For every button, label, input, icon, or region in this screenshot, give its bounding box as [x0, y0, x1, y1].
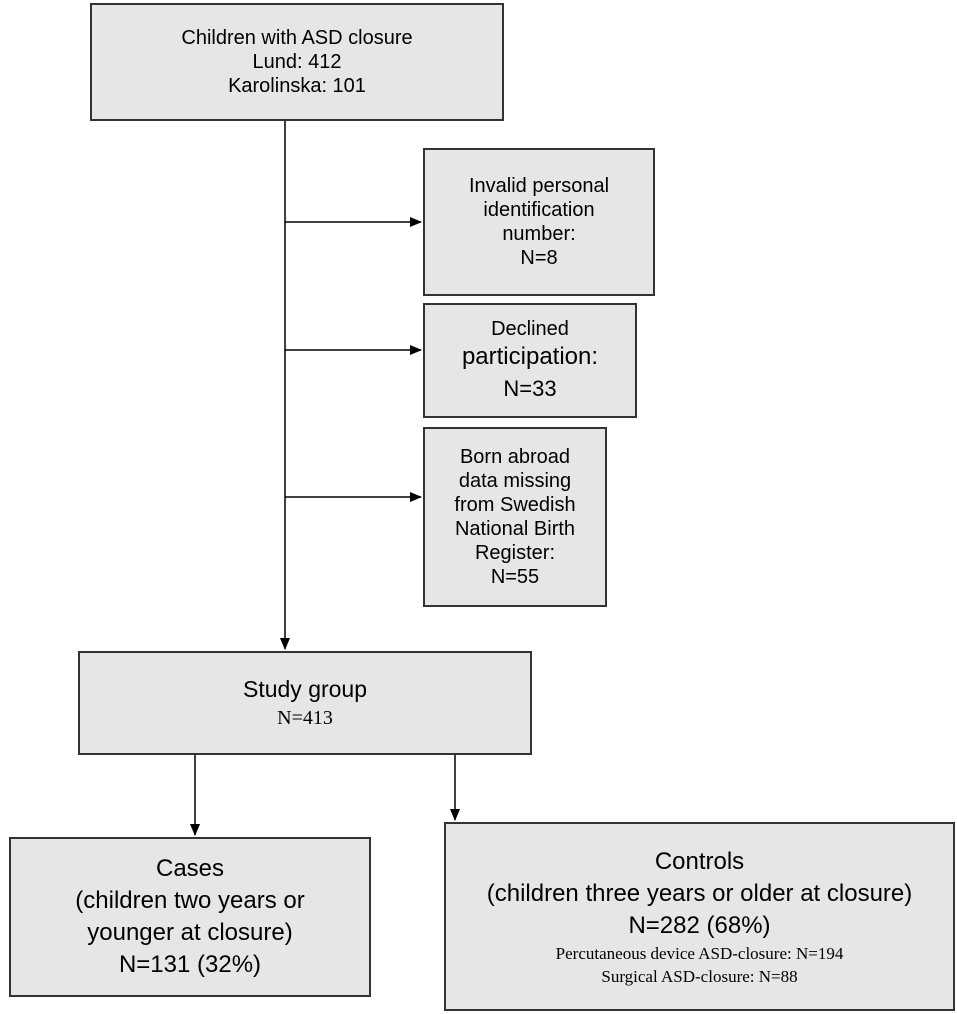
study-group-title: Study group	[242, 676, 368, 702]
exclusion-box-born-abroad: Born abroad data missing from Swedish Na…	[423, 427, 607, 607]
exclusion-text: data missing	[458, 470, 572, 492]
exclusion-count: N=55	[490, 566, 540, 588]
start-lund-count: Lund: 412	[252, 51, 342, 73]
controls-count: N=282 (68%)	[628, 911, 771, 939]
cases-description: (children two years or	[75, 887, 305, 914]
controls-title: Controls	[654, 847, 745, 875]
exclusion-count: N=8	[520, 247, 558, 269]
exclusion-text: Declined	[491, 317, 569, 340]
cases-title: Cases	[155, 855, 225, 882]
cases-box: Cases (children two years or younger at …	[9, 837, 371, 997]
start-title: Children with ASD closure	[181, 27, 413, 49]
cases-description: younger at closure)	[87, 919, 293, 946]
exclusion-text: Born abroad	[459, 446, 571, 468]
exclusion-text: from Swedish	[454, 494, 576, 516]
cases-count: N=131 (32%)	[118, 951, 262, 978]
controls-box: Controls (children three years or older …	[444, 822, 955, 1011]
start-box: Children with ASD closure Lund: 412 Karo…	[90, 3, 504, 121]
controls-surgical-count: Surgical ASD-closure: N=88	[601, 966, 798, 986]
controls-percutaneous-count: Percutaneous device ASD-closure: N=194	[555, 943, 844, 963]
exclusion-text: National Birth	[454, 518, 576, 540]
exclusion-count: N=33	[503, 375, 557, 401]
exclusion-box-invalid-id: Invalid personal identification number: …	[423, 148, 655, 296]
start-karolinska-count: Karolinska: 101	[228, 75, 366, 97]
study-group-box: Study group N=413	[78, 651, 532, 755]
exclusion-text: Register:	[474, 542, 556, 564]
exclusion-box-declined: Declined participation: N=33	[423, 303, 637, 418]
exclusion-text: participation:	[461, 342, 599, 370]
exclusion-text: Invalid personal	[468, 175, 610, 197]
exclusion-text: identification	[483, 199, 595, 221]
exclusion-text: number:	[502, 223, 576, 245]
controls-description: (children three years or older at closur…	[486, 879, 913, 907]
study-group-count: N=413	[277, 707, 333, 729]
